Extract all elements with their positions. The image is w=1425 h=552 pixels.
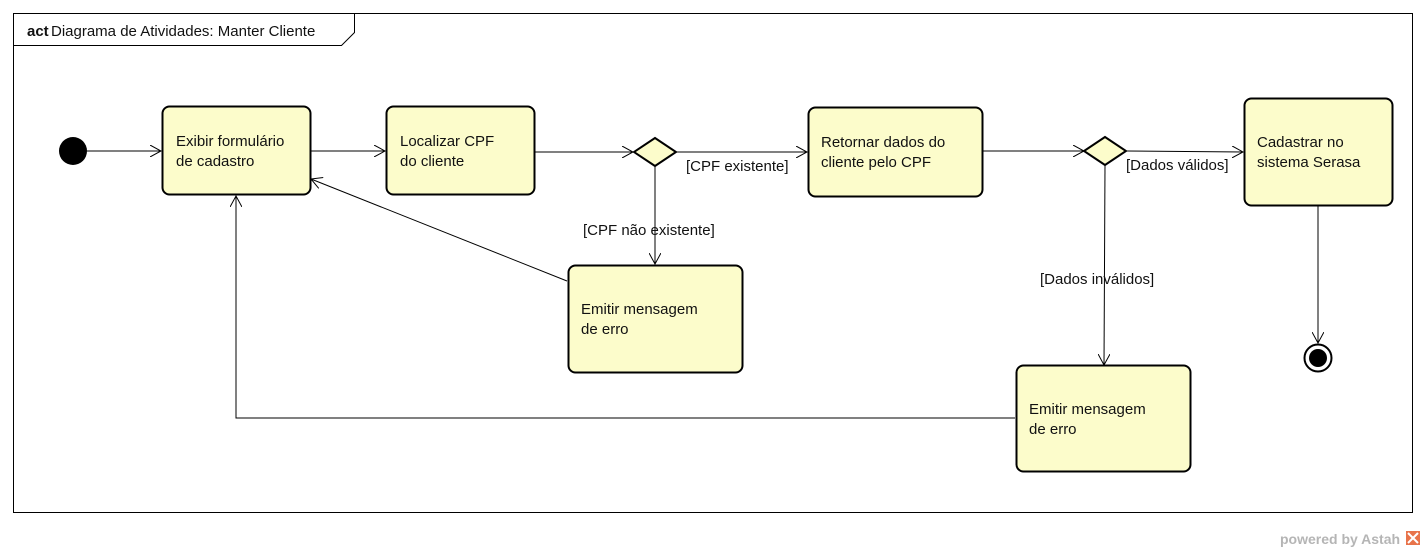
edge-decision2-to-cadastrar bbox=[1126, 151, 1243, 152]
activity-cadastrar-serasa: Cadastrar no sistema Serasa bbox=[1243, 97, 1394, 207]
activity-label: de erro bbox=[581, 321, 629, 338]
astah-logo-icon bbox=[1406, 531, 1420, 545]
initial-node bbox=[59, 137, 87, 165]
activity-label: sistema Serasa bbox=[1257, 154, 1361, 171]
frame-keyword: act bbox=[27, 23, 49, 40]
decision-node-dados bbox=[1082, 135, 1128, 167]
frame-tab bbox=[13, 13, 355, 46]
activity-exibir-formulario: Exibir formulário de cadastro bbox=[161, 105, 312, 196]
activity-label: cliente pelo CPF bbox=[821, 154, 931, 171]
guard-dados-invalidos: [Dados inválidos] bbox=[1040, 271, 1154, 288]
activity-label: Emitir mensagem bbox=[581, 301, 698, 318]
activity-label: Emitir mensagem bbox=[1029, 401, 1146, 418]
activity-localizar-cpf: Localizar CPF do cliente bbox=[385, 105, 536, 196]
final-node bbox=[1303, 343, 1333, 373]
frame-title: Diagrama de Atividades: Manter Cliente bbox=[51, 23, 315, 40]
guard-dados-validos: [Dados válidos] bbox=[1126, 157, 1229, 174]
activity-erro-cpf: Emitir mensagem de erro bbox=[567, 264, 744, 374]
activity-label: de erro bbox=[1029, 421, 1077, 438]
decision-node-cpf bbox=[632, 136, 678, 168]
activity-label: de cadastro bbox=[176, 153, 254, 170]
activity-label: Retornar dados do bbox=[821, 134, 945, 151]
edges bbox=[87, 151, 1318, 419]
activity-label: Cadastrar no bbox=[1257, 134, 1344, 151]
edge-erro-cpf-to-exibir bbox=[311, 179, 568, 282]
activity-erro-dados: Emitir mensagem de erro bbox=[1015, 364, 1192, 473]
activity-label: Localizar CPF bbox=[400, 133, 494, 150]
powered-by-text: powered by Astah bbox=[1280, 531, 1400, 547]
diagram-frame bbox=[13, 13, 1413, 513]
edge-decision2-to-erro-dados bbox=[1104, 164, 1105, 365]
guard-cpf-nao-existente: [CPF não existente] bbox=[583, 222, 715, 239]
guard-cpf-existente: [CPF existente] bbox=[686, 158, 789, 175]
edge-erro-dados-to-exibir bbox=[236, 196, 1015, 419]
activity-label: do cliente bbox=[400, 153, 464, 170]
activity-label: Exibir formulário bbox=[176, 133, 284, 150]
activity-retornar-dados: Retornar dados do cliente pelo CPF bbox=[807, 106, 984, 198]
